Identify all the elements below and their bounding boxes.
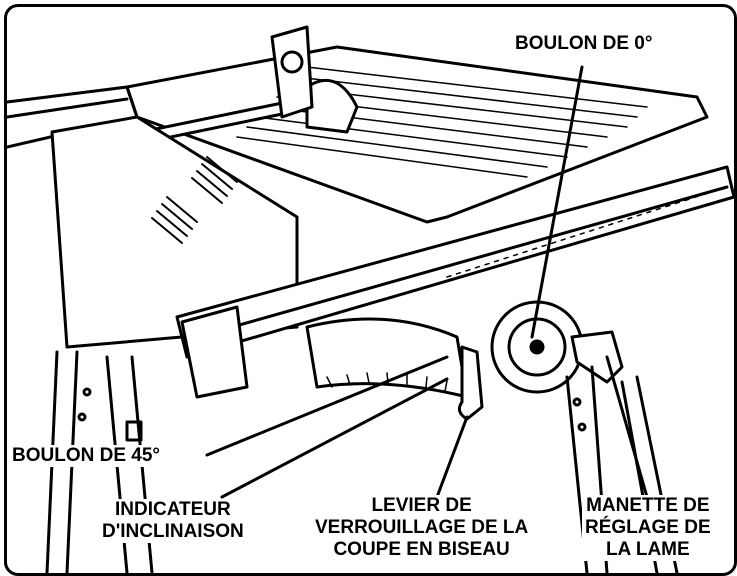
label-tilt-indicator: INDICATEUR D'INCLINAISON	[99, 499, 247, 543]
fence-end	[180, 305, 249, 399]
saw-blade	[305, 78, 359, 134]
handwheel-handle	[570, 330, 624, 384]
label-bevel-lock-lever-line-1: LEVIER DE	[371, 495, 472, 516]
label-bolt-0: BOULON DE 0°	[512, 33, 656, 55]
leg-bracket	[125, 420, 143, 442]
diagram-frame: BOULON DE 0° BOULON DE 45° INDICATEUR D'…	[4, 4, 737, 576]
leader-lines	[205, 65, 649, 499]
table-saw-illustration	[7, 25, 734, 573]
label-tilt-indicator-line-2: D'INCLINAISON	[102, 521, 244, 542]
label-blade-handwheel-line-1: MANETTE DE	[586, 495, 710, 516]
label-blade-handwheel-line-3: LA LAME	[605, 539, 690, 560]
label-blade-handwheel-line-2: RÉGLAGE DE	[585, 517, 711, 538]
label-blade-handwheel: MANETTE DE RÉGLAGE DE LA LAME	[582, 495, 714, 561]
scale-ticks	[326, 372, 448, 392]
vent-slots	[151, 156, 238, 244]
label-bevel-lock-lever: LEVIER DE VERROUILLAGE DE LA COUPE EN BI…	[312, 495, 532, 561]
label-bevel-lock-lever-line-2: VERROUILLAGE DE LA	[315, 517, 529, 538]
fence-rail	[175, 165, 734, 359]
saw-cabinet	[50, 115, 299, 349]
bevel-lock-lever	[457, 345, 484, 421]
label-bevel-lock-lever-line-3: COUPE EN BISEAU	[333, 539, 510, 560]
label-tilt-indicator-line-1: INDICATEUR	[114, 499, 231, 520]
label-bolt-45: BOULON DE 45°	[9, 445, 164, 467]
